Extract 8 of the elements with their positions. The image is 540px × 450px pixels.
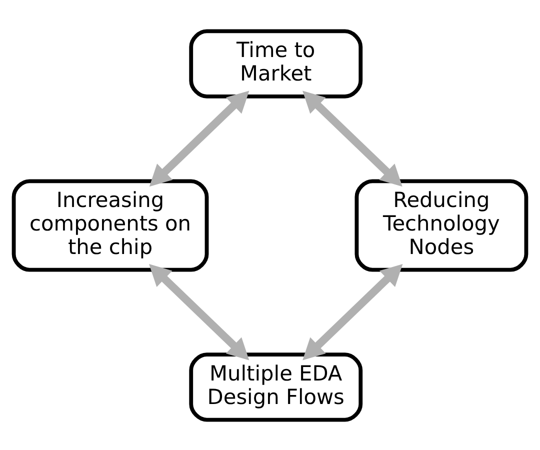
arrow [302, 90, 402, 186]
node-box: Reducing Technology Nodes [354, 178, 528, 272]
arrow [302, 264, 403, 360]
node-box: Increasing components on the chip [12, 178, 209, 272]
node-box: Multiple EDA Design Flows [189, 352, 363, 422]
arrow [149, 90, 250, 186]
node-box: Time to Market [189, 28, 363, 98]
arrow [149, 264, 250, 360]
